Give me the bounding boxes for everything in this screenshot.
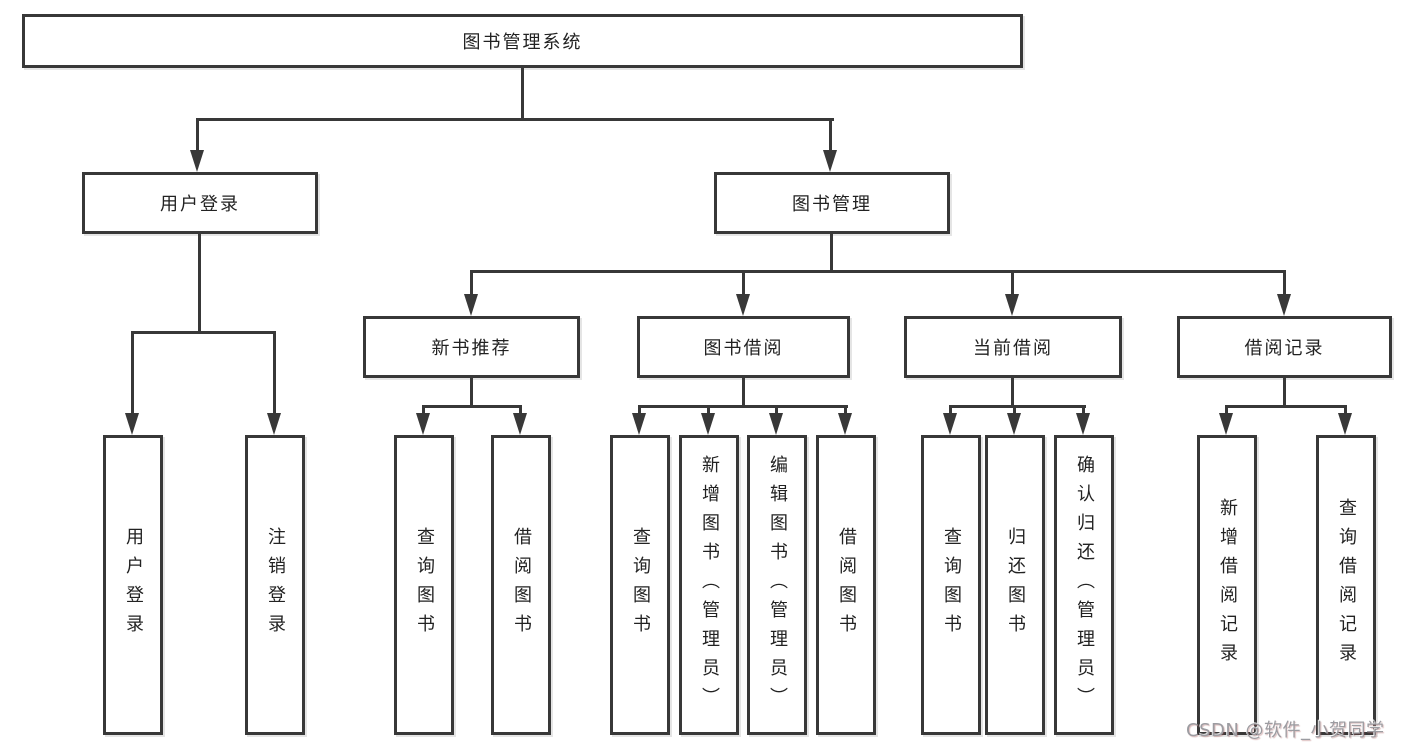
connector-vline — [131, 331, 134, 415]
leaf-borrow-books-2: 借阅图书 — [816, 435, 876, 735]
connector-vline — [422, 405, 425, 415]
arrowhead-down-icon — [943, 413, 957, 435]
arrowhead-down-icon — [838, 413, 852, 435]
node-label: 图书管理系统 — [462, 32, 583, 53]
connector-vline — [198, 234, 201, 334]
connector-vline — [521, 68, 524, 121]
arrowhead-down-icon — [701, 413, 715, 435]
leaf-borrow-books-1: 借阅图书 — [491, 435, 551, 735]
node-user-login: 用户登录 — [82, 172, 318, 234]
arrowhead-down-icon — [267, 413, 281, 435]
connector-hline — [638, 405, 848, 408]
leaf-query-books-2: 查询图书 — [610, 435, 670, 735]
leaf-label: 借阅图书 — [511, 527, 532, 643]
node-root-library-system: 图书管理系统 — [22, 14, 1023, 68]
connector-hline — [196, 118, 834, 121]
connector-vline — [1283, 270, 1286, 296]
connector-vline — [1344, 405, 1347, 415]
connector-vline — [707, 405, 710, 415]
arrowhead-down-icon — [190, 150, 204, 172]
leaf-edit-book-admin: 编辑图书（管理员） — [747, 435, 807, 735]
leaf-label: 编辑图书（管理员） — [767, 454, 788, 716]
arrowhead-down-icon — [1007, 413, 1021, 435]
leaf-label: 查询借阅记录 — [1336, 498, 1357, 672]
connector-vline — [470, 378, 473, 408]
node-label: 图书管理 — [792, 194, 872, 215]
leaf-query-books-1: 查询图书 — [394, 435, 454, 735]
connector-vline — [949, 405, 952, 415]
arrowhead-down-icon — [1277, 294, 1291, 316]
node-book-management: 图书管理 — [714, 172, 950, 234]
leaf-return-book: 归还图书 — [985, 435, 1045, 735]
arrowhead-down-icon — [632, 413, 646, 435]
connector-vline — [1011, 378, 1014, 408]
leaf-label: 查询图书 — [630, 527, 651, 643]
connector-vline — [1283, 378, 1286, 408]
node-label: 借阅记录 — [1244, 338, 1325, 359]
connector-vline — [1225, 405, 1228, 415]
arrowhead-down-icon — [1005, 294, 1019, 316]
leaf-add-book-admin: 新增图书（管理员） — [679, 435, 739, 735]
leaf-label: 确认归还（管理员） — [1074, 454, 1095, 716]
arrowhead-down-icon — [736, 294, 750, 316]
arrowhead-down-icon — [416, 413, 430, 435]
connector-hline — [131, 331, 276, 334]
connector-hline — [1225, 405, 1347, 408]
connector-hline — [470, 270, 1286, 273]
arrowhead-down-icon — [1219, 413, 1233, 435]
leaf-add-borrow-record: 新增借阅记录 — [1197, 435, 1257, 735]
connector-vline — [470, 270, 473, 296]
arrowhead-down-icon — [1338, 413, 1352, 435]
leaf-label: 归还图书 — [1005, 527, 1026, 643]
connector-vline — [830, 234, 833, 273]
node-label: 新书推荐 — [431, 338, 512, 359]
leaf-user-login: 用户登录 — [103, 435, 163, 735]
connector-vline — [638, 405, 641, 415]
arrowhead-down-icon — [125, 413, 139, 435]
arrowhead-down-icon — [513, 413, 527, 435]
connector-vline — [742, 378, 745, 408]
node-label: 图书借阅 — [703, 338, 784, 359]
connector-vline — [1013, 405, 1016, 415]
node-label: 当前借阅 — [973, 338, 1053, 359]
connector-vline — [273, 331, 276, 415]
node-borrow-records: 借阅记录 — [1177, 316, 1392, 378]
connector-vline — [844, 405, 847, 415]
node-new-book-recommend: 新书推荐 — [363, 316, 580, 378]
arrowhead-down-icon — [464, 294, 478, 316]
leaf-query-borrow-record: 查询借阅记录 — [1316, 435, 1376, 735]
arrowhead-down-icon — [769, 413, 783, 435]
leaf-label: 新增图书（管理员） — [699, 454, 720, 716]
leaf-query-books-3: 查询图书 — [921, 435, 981, 735]
leaf-label: 注销登录 — [265, 527, 286, 643]
connector-hline — [949, 405, 1086, 408]
leaf-label: 查询图书 — [414, 527, 435, 643]
leaf-logout: 注销登录 — [245, 435, 305, 735]
leaf-label: 借阅图书 — [836, 527, 857, 643]
leaf-label: 查询图书 — [941, 527, 962, 643]
connector-hline — [422, 405, 522, 408]
node-current-borrow: 当前借阅 — [904, 316, 1122, 378]
connector-vline — [1082, 405, 1085, 415]
leaf-label: 用户登录 — [123, 527, 144, 643]
connector-vline — [829, 118, 832, 153]
connector-vline — [742, 270, 745, 296]
node-book-borrow: 图书借阅 — [637, 316, 850, 378]
connector-vline — [775, 405, 778, 415]
connector-vline — [1011, 270, 1014, 296]
arrowhead-down-icon — [1076, 413, 1090, 435]
csdn-watermark: CSDN @软件_小贺同学 — [1186, 720, 1385, 741]
leaf-confirm-return-admin: 确认归还（管理员） — [1054, 435, 1114, 735]
arrowhead-down-icon — [823, 150, 837, 172]
connector-vline — [196, 118, 199, 153]
leaf-label: 新增借阅记录 — [1217, 498, 1238, 672]
connector-vline — [519, 405, 522, 415]
node-label: 用户登录 — [160, 194, 240, 215]
